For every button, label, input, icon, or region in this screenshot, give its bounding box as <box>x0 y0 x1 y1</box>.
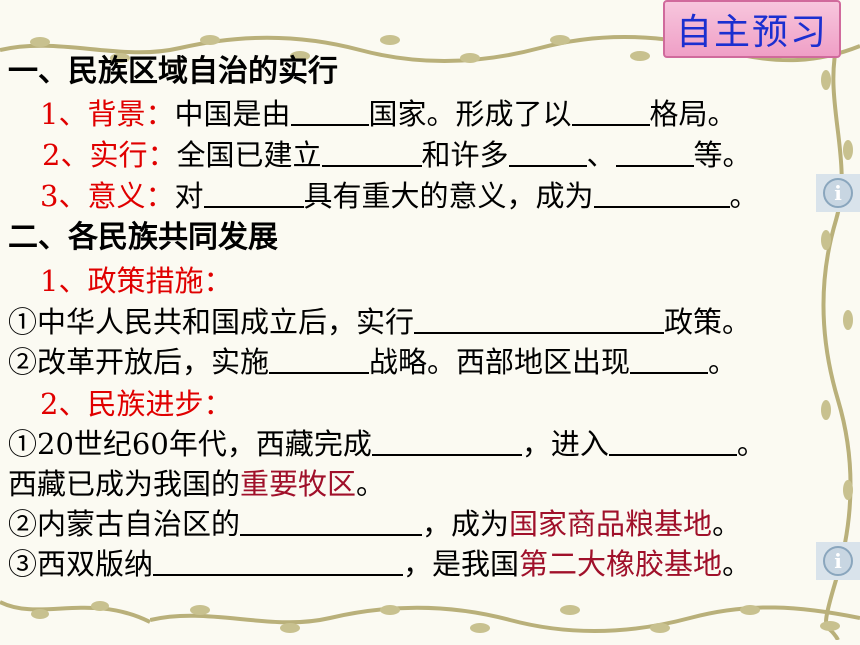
blank[interactable] <box>593 176 730 208</box>
blank[interactable] <box>615 135 694 167</box>
blank[interactable] <box>414 302 665 334</box>
blank[interactable] <box>269 342 370 374</box>
section1-title: 一、民族区域自治的实行 <box>8 54 338 89</box>
vine-border-bottom <box>150 605 860 633</box>
section1-item-background: 1、背景：中国是由国家。形成了以格局。 <box>40 94 737 134</box>
section2-title: 二、各民族共同发展 <box>8 220 278 255</box>
blank[interactable] <box>153 544 404 576</box>
policy-line-1: ①中华人民共和国成立后，实行政策。 <box>8 302 751 342</box>
blank[interactable] <box>203 176 304 208</box>
blank[interactable] <box>240 504 423 536</box>
progress-line-tibet: 西藏已成为我国的重要牧区。 <box>8 467 386 501</box>
progress-line-1: ①20世纪60年代，西藏完成，进入。 <box>8 424 766 464</box>
self-study-badge: 自主预习 <box>663 0 841 58</box>
progress-line-3: ③西双版纳，是我国第二大橡胶基地。 <box>8 544 751 584</box>
badge-label: 自主预习 <box>675 12 828 53</box>
section2-sub-progress: 2、民族进步： <box>40 387 233 421</box>
progress-line-2: ②内蒙古自治区的，成为国家商品粮基地。 <box>8 504 741 544</box>
vine-corner-bottom-left <box>0 600 150 624</box>
blank[interactable] <box>608 424 737 456</box>
blank[interactable] <box>321 135 422 167</box>
info-icon[interactable]: i <box>823 546 853 576</box>
blank[interactable] <box>630 342 709 374</box>
blank[interactable] <box>571 94 650 126</box>
info-icon[interactable]: i <box>823 178 853 208</box>
section1-item-significance: 3、意义：对具有重大的意义，成为。 <box>40 176 759 216</box>
section2-sub-policy: 1、政策措施： <box>40 264 233 298</box>
section1-item-implementation: 2、实行：全国已建立和许多、等。 <box>42 135 752 175</box>
blank[interactable] <box>508 135 587 167</box>
blank[interactable] <box>371 424 522 456</box>
policy-line-2: ②改革开放后，实施战略。西部地区出现。 <box>8 342 737 382</box>
blank[interactable] <box>290 94 369 126</box>
